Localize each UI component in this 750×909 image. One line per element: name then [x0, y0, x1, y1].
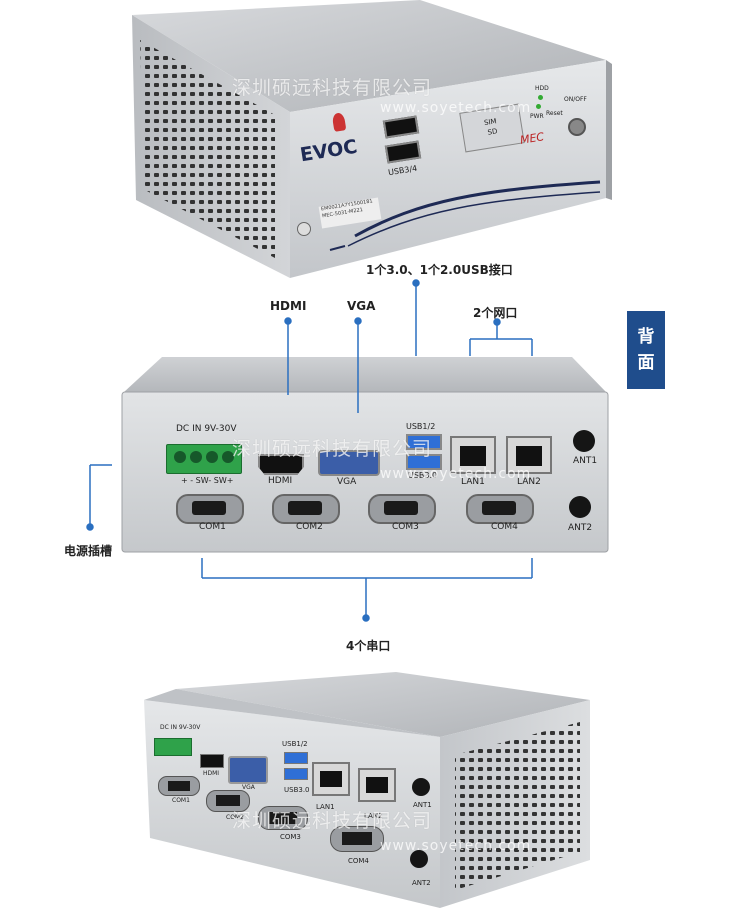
watermark-company-middle: 深圳硕远科技有限公司 [232, 438, 433, 460]
bottom-com3-port [258, 806, 308, 830]
pwr-label: PWR [530, 113, 544, 120]
bottom-hdmi-port [200, 754, 224, 768]
reset-label: Reset [546, 110, 563, 117]
hdmi-callout: HDMI [270, 299, 307, 313]
bottom-ant2-hole-icon [410, 850, 428, 868]
hdd-label: HDD [535, 85, 549, 92]
hdd-led-icon [538, 95, 543, 100]
rear-tag-char-2: 面 [637, 353, 655, 373]
bottom-com4-label: COM4 [348, 857, 369, 865]
bottom-ant2-label: ANT2 [412, 879, 431, 887]
front-stripe-1 [354, 180, 601, 238]
power-callout: 电源插槽 [64, 544, 113, 558]
watermark-url-bottom: www.soyetech.com [380, 838, 532, 854]
bottom-com2-label: COM2 [226, 814, 244, 821]
pwr-led-icon [536, 104, 541, 109]
bottom-com2-port [206, 790, 250, 812]
bottom-usb30-label: USB3.0 [284, 786, 310, 794]
bottom-vga-port [228, 756, 268, 784]
bottom-lan2-port [358, 768, 396, 802]
usb-callout: 1个3.0、1个2.0USB接口 [366, 263, 513, 277]
bottom-vga-label: VGA [242, 784, 255, 791]
bottom-usb-port-1 [284, 752, 308, 764]
bottom-com1-port [158, 776, 200, 796]
top-front-stripes [329, 180, 601, 251]
bottom-power-terminal [154, 738, 192, 756]
bottom-com4-port [330, 826, 384, 852]
bottom-com1-label: COM1 [172, 797, 190, 804]
bottom-lan2-label: LAN2 [364, 812, 383, 820]
onoff-label: ON/OFF [564, 96, 587, 103]
bottom-usb-port-2 [284, 768, 308, 780]
bottom-lan1-label: LAN1 [316, 803, 335, 811]
bottom-ant1-hole-icon [412, 778, 430, 796]
ground-screw-icon [297, 222, 311, 236]
watermark-company-top: 深圳硕远科技有限公司 [232, 77, 433, 99]
lan-callout: 2个网口 [473, 306, 518, 320]
watermark-company-bottom: 深圳硕远科技有限公司 [232, 810, 433, 832]
front-stripe-2 [347, 191, 601, 247]
bottom-com3-label: COM3 [280, 833, 301, 841]
bottom-usb12-label: USB1/2 [282, 740, 308, 748]
rear-view-tag: 背 面 [627, 311, 665, 389]
com-callout: 4个串口 [346, 639, 391, 653]
top-front-panel: EVOC USB3/4 SIM SD HDD PWR Reset ON/OFF … [0, 0, 750, 300]
bottom-ant1-label: ANT1 [413, 801, 432, 809]
front-stripe-3 [329, 245, 346, 251]
rear-tag-char-1: 背 [637, 327, 655, 347]
watermark-url-top: www.soyetech.com [380, 100, 532, 116]
watermark-url-middle: www.soyetech.com [380, 466, 532, 482]
vga-callout: VGA [347, 299, 376, 313]
bottom-dc-label: DC IN 9V-30V [160, 724, 201, 731]
bottom-lan1-port [312, 762, 350, 796]
power-button-icon [568, 118, 586, 136]
bottom-hdmi-label: HDMI [203, 770, 220, 777]
